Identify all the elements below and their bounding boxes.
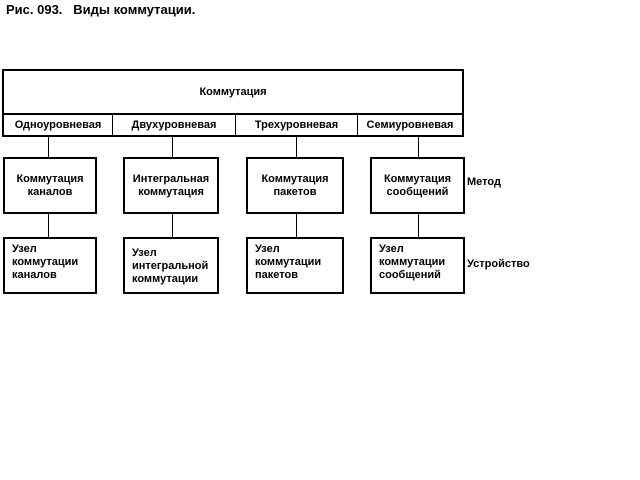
method-node-2: Интегральная коммутация bbox=[123, 157, 219, 214]
connector-level-method-4 bbox=[418, 137, 419, 157]
root-node-label: Коммутация bbox=[199, 85, 267, 98]
connector-method-device-1 bbox=[48, 214, 49, 237]
row-label-method: Метод bbox=[467, 176, 501, 188]
device-node-2: Узел интегральной коммутации bbox=[123, 237, 219, 294]
connector-method-device-4 bbox=[418, 214, 419, 237]
method-node-3: Коммутация пакетов bbox=[246, 157, 344, 214]
method-node-1: Коммутация каналов bbox=[3, 157, 97, 214]
connector-method-device-3 bbox=[296, 214, 297, 237]
figure-caption: Рис. 093. Виды коммутации. bbox=[6, 2, 196, 17]
level-cell-3: Трехуровневая bbox=[236, 114, 358, 135]
connector-level-method-2 bbox=[172, 137, 173, 157]
device-node-3: Узел коммутации пакетов bbox=[246, 237, 344, 294]
connector-level-method-1 bbox=[48, 137, 49, 157]
level-cell-2: Двухуровневая bbox=[113, 114, 236, 135]
connector-method-device-2 bbox=[172, 214, 173, 237]
root-node-kommutatsiya: Коммутация bbox=[2, 69, 464, 115]
method-node-4: Коммутация сообщений bbox=[370, 157, 465, 214]
row-label-device: Устройство bbox=[467, 258, 530, 270]
level-cell-4: Семиуровневая bbox=[366, 118, 454, 131]
device-node-4: Узел коммутации сообщений bbox=[370, 237, 465, 294]
level-cell-1: Одноуровневая bbox=[4, 114, 113, 135]
level-row: Одноуровневая Двухуровневая Трехуровнева… bbox=[2, 114, 464, 137]
device-node-1: Узел коммутации каналов bbox=[3, 237, 97, 294]
connector-level-method-3 bbox=[296, 137, 297, 157]
